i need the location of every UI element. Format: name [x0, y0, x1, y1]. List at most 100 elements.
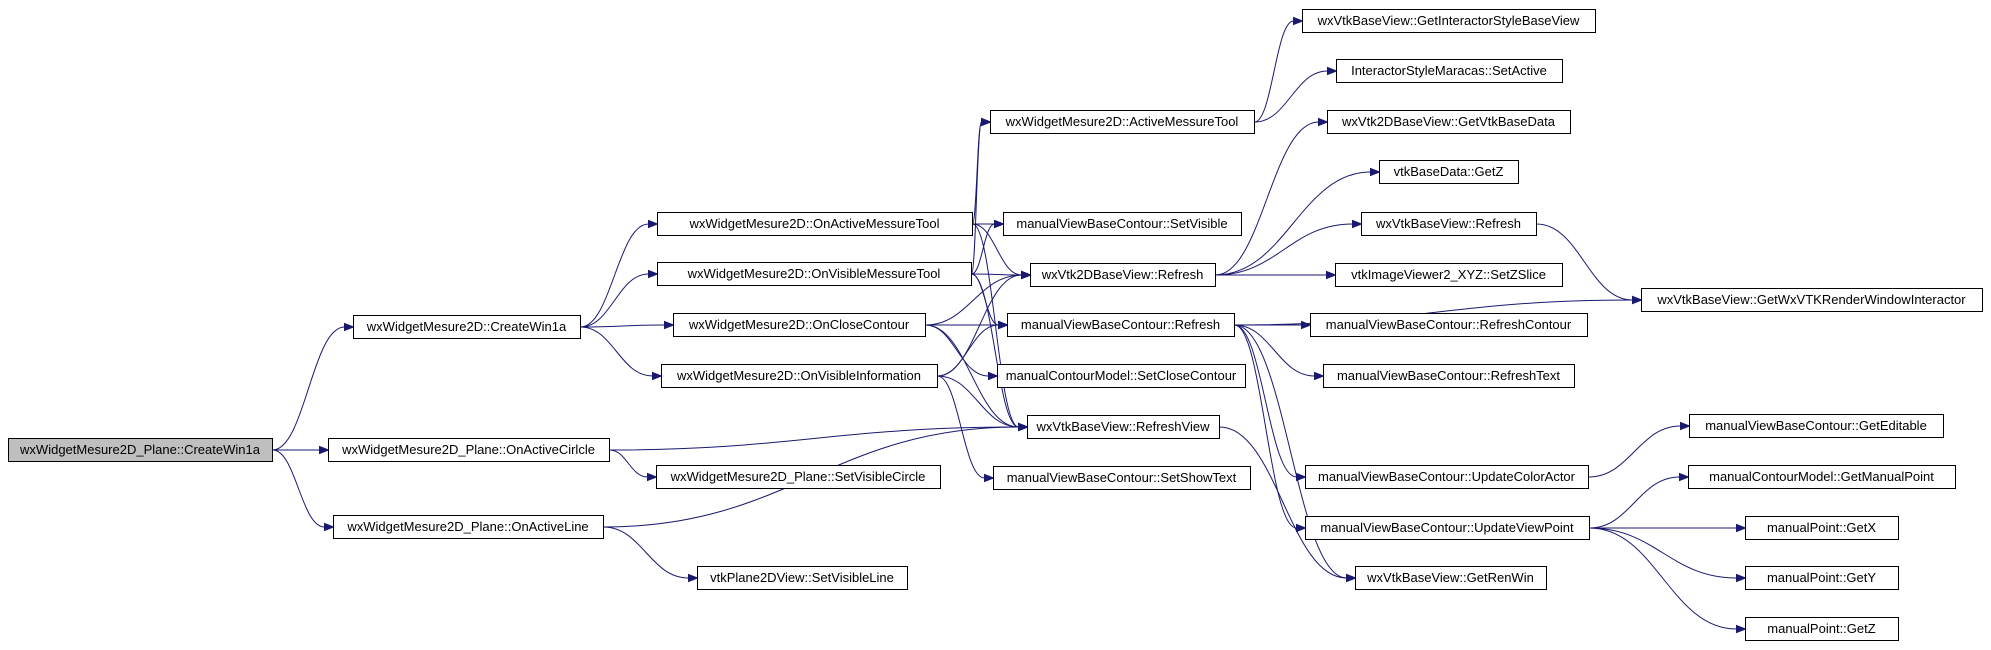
- node-label: manualPoint::GetX: [1767, 520, 1876, 535]
- node-point-get-z[interactable]: manualPoint::GetZ: [1745, 617, 1899, 641]
- node-label: wxWidgetMesure2D::OnVisibleInformation: [676, 368, 921, 383]
- node-box: [657, 262, 972, 286]
- node-get-editable[interactable]: manualViewBaseContour::GetEditable: [1689, 414, 1944, 438]
- edge-line: [925, 324, 1019, 428]
- edge-update-view-point-to-get-x: [1589, 523, 1747, 533]
- node-box: [1379, 160, 1519, 184]
- arrowhead-icon: [1301, 320, 1312, 330]
- node-get-x[interactable]: manualPoint::GetX: [1745, 516, 1899, 540]
- node-label: manualPoint::GetY: [1767, 570, 1876, 585]
- node-label: manualPoint::GetZ: [1767, 621, 1875, 636]
- node-mvbc-set-visible[interactable]: manualViewBaseContour::SetVisible: [1003, 212, 1242, 236]
- node-get-y[interactable]: manualPoint::GetY: [1745, 566, 1899, 590]
- node-refresh-view[interactable]: wxVtkBaseView::RefreshView: [1027, 415, 1220, 439]
- node-get-wx-vtkrender-window-interactor[interactable]: wxVtkBaseView::GetWxVTKRenderWindowInter…: [1641, 288, 1983, 312]
- node-get-vtk-base-data[interactable]: wxVtk2DBaseView::GetVtkBaseData: [1327, 110, 1571, 134]
- edge-vtk2d-refresh-to-set-zslice: [1215, 270, 1337, 280]
- edges-layer: [272, 16, 1747, 634]
- node-active-messure-tool[interactable]: wxWidgetMesure2D::ActiveMessureTool: [990, 110, 1255, 134]
- node-box: [1327, 110, 1571, 134]
- edge-line: [972, 223, 1022, 276]
- node-ism-set-active[interactable]: InteractorStyleMaracas::SetActive: [1336, 59, 1563, 83]
- node-label: manualViewBaseContour::GetEditable: [1705, 418, 1927, 433]
- node-refresh-text[interactable]: manualViewBaseContour::RefreshText: [1323, 364, 1575, 388]
- edge-line: [1215, 121, 1319, 276]
- node-mvbc-refresh[interactable]: manualViewBaseContour::Refresh: [1007, 313, 1235, 337]
- edge-line: [1215, 223, 1353, 276]
- arrowhead-icon: [984, 473, 995, 483]
- edge-on-active-cirlcle-to-set-visible-circle: [609, 449, 658, 482]
- edge-create-win1a-to-on-active-messure-tool: [580, 219, 659, 328]
- node-set-show-text[interactable]: manualViewBaseContour::SetShowText: [993, 466, 1251, 490]
- node-update-view-point[interactable]: manualViewBaseContour::UpdateViewPoint: [1305, 516, 1590, 540]
- node-on-active-line[interactable]: wxWidgetMesure2D_Plane::OnActiveLine: [333, 515, 604, 539]
- node-set-visible-line[interactable]: vtkPlane2DView::SetVisibleLine: [697, 566, 908, 590]
- arrowhead-icon: [648, 219, 659, 229]
- edge-line: [937, 375, 1019, 428]
- edge-line: [1215, 171, 1371, 276]
- node-box: [1745, 566, 1899, 590]
- edge-on-visible-messure-tool-to-active-messure-tool: [971, 117, 992, 275]
- node-on-visible-information[interactable]: wxWidgetMesure2D::OnVisibleInformation: [661, 364, 938, 388]
- edge-on-active-line-to-set-visible-line: [603, 526, 699, 583]
- node-box: [657, 212, 973, 236]
- edge-create-win1a-to-on-visible-information: [580, 326, 663, 381]
- node-on-active-messure-tool[interactable]: wxWidgetMesure2D::OnActiveMessureTool: [657, 212, 973, 236]
- node-get-ren-win[interactable]: wxVtkBaseView::GetRenWin: [1355, 566, 1547, 590]
- edge-line: [272, 449, 325, 528]
- edge-line: [971, 273, 1019, 428]
- node-vtk2d-refresh[interactable]: wxVtk2DBaseView::Refresh: [1030, 263, 1216, 287]
- node-refresh-contour[interactable]: manualViewBaseContour::RefreshContour: [1310, 313, 1588, 337]
- edge-on-visible-information-to-refresh-view: [937, 375, 1029, 432]
- node-set-visible-circle[interactable]: wxWidgetMesure2D_Plane::SetVisibleCircle: [656, 465, 941, 489]
- node-box: [8, 438, 273, 462]
- arrowhead-icon: [1632, 295, 1643, 305]
- arrowhead-icon: [1736, 624, 1747, 634]
- node-label: wxWidgetMesure2D::OnCloseContour: [688, 317, 910, 332]
- arrowhead-icon: [1736, 573, 1747, 583]
- arrowhead-icon: [1370, 167, 1381, 177]
- edge-line: [609, 426, 1019, 451]
- node-get-manual-point[interactable]: manualContourModel::GetManualPoint: [1688, 465, 1956, 489]
- edge-vtk2d-refresh-to-vtk-base-refresh: [1215, 219, 1363, 276]
- node-on-visible-messure-tool[interactable]: wxWidgetMesure2D::OnVisibleMessureTool: [657, 262, 972, 286]
- nodes-layer: wxWidgetMesure2D_Plane::CreateWin1awxWid…: [8, 9, 1983, 641]
- node-get-z[interactable]: vtkBaseData::GetZ: [1379, 160, 1519, 184]
- edge-line: [1589, 476, 1680, 529]
- edge-line: [272, 326, 345, 451]
- arrowhead-icon: [319, 445, 330, 455]
- edge-line: [1588, 425, 1681, 478]
- node-on-active-cirlcle[interactable]: wxWidgetMesure2D_Plane::OnActiveCirlcle: [328, 438, 610, 462]
- arrowhead-icon: [1346, 573, 1357, 583]
- node-label: wxWidgetMesure2D_Plane::SetVisibleCircle: [670, 469, 926, 484]
- node-box: [1030, 263, 1216, 287]
- node-set-zslice[interactable]: vtkImageViewer2_XYZ::SetZSlice: [1335, 263, 1563, 287]
- node-label: vtkPlane2DView::SetVisibleLine: [710, 570, 894, 585]
- edge-line: [971, 223, 995, 275]
- arrowhead-icon: [688, 573, 699, 583]
- node-set-close-contour[interactable]: manualContourModel::SetCloseContour: [997, 364, 1246, 388]
- arrowhead-icon: [648, 269, 659, 279]
- edge-line: [580, 273, 649, 328]
- arrowhead-icon: [1352, 219, 1363, 229]
- node-label: InteractorStyleMaracas::SetActive: [1351, 63, 1547, 78]
- arrowhead-icon: [324, 522, 335, 532]
- node-label: manualViewBaseContour::UpdateColorActor: [1318, 469, 1576, 484]
- node-update-color-actor[interactable]: manualViewBaseContour::UpdateColorActor: [1305, 465, 1589, 489]
- node-label: wxWidgetMesure2D::CreateWin1a: [366, 319, 567, 334]
- node-box: [697, 566, 908, 590]
- edge-root-to-on-active-cirlcle: [272, 445, 330, 455]
- node-box: [1355, 566, 1547, 590]
- node-on-close-contour[interactable]: wxWidgetMesure2D::OnCloseContour: [673, 313, 926, 337]
- node-vtk-base-refresh[interactable]: wxVtkBaseView::Refresh: [1361, 212, 1537, 236]
- node-label: wxWidgetMesure2D::ActiveMessureTool: [1005, 114, 1239, 129]
- edge-refresh-view-to-get-ren-win: [1219, 426, 1357, 583]
- node-label: manualContourModel::SetCloseContour: [1006, 368, 1237, 383]
- node-box: [353, 315, 581, 339]
- arrowhead-icon: [1293, 16, 1304, 26]
- edge-line: [1254, 70, 1328, 123]
- node-root[interactable]: wxWidgetMesure2D_Plane::CreateWin1a: [8, 438, 273, 462]
- node-create-win1a[interactable]: wxWidgetMesure2D::CreateWin1a: [353, 315, 581, 339]
- node-get-interactor-style-base-view[interactable]: wxVtkBaseView::GetInteractorStyleBaseVie…: [1302, 9, 1596, 33]
- edge-mvbc-refresh-to-update-color-actor: [1234, 324, 1307, 482]
